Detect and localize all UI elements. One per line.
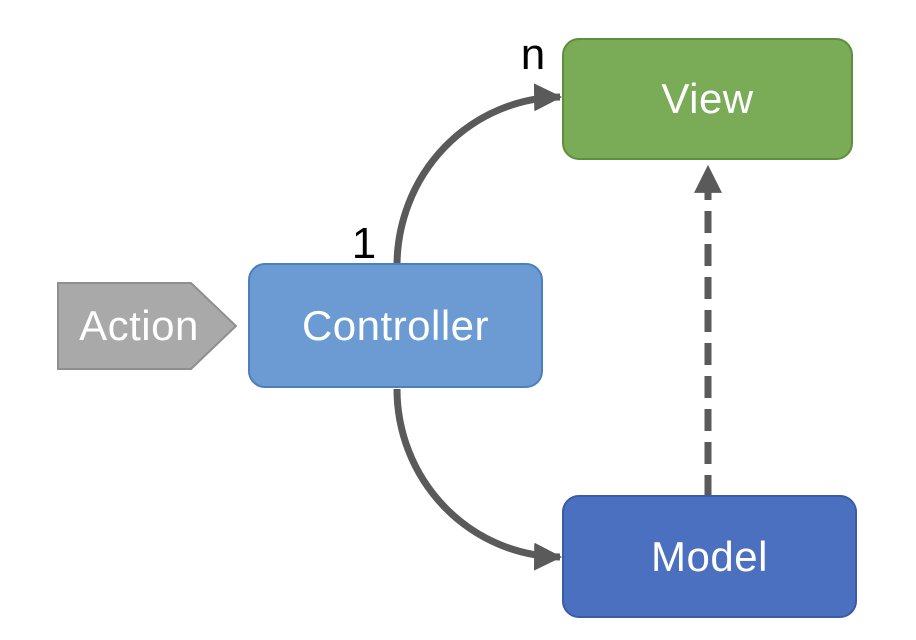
node-model: Model (562, 495, 857, 618)
node-view-label: View (661, 75, 754, 122)
node-controller: Controller (248, 263, 543, 388)
edge-controller-to-view-arrow (393, 83, 563, 267)
edge-controller-to-model-arrow (393, 388, 563, 571)
node-model-label: Model (651, 532, 768, 580)
node-action-label: Action (79, 302, 199, 349)
multiplicity-label-one: 1 (351, 219, 377, 268)
multiplicity-label-n: n (520, 30, 546, 79)
node-view: View (562, 38, 853, 160)
node-controller-label: Controller (301, 301, 490, 349)
node-action: Action (57, 282, 237, 370)
signpost-arrow-shape (57, 282, 237, 370)
